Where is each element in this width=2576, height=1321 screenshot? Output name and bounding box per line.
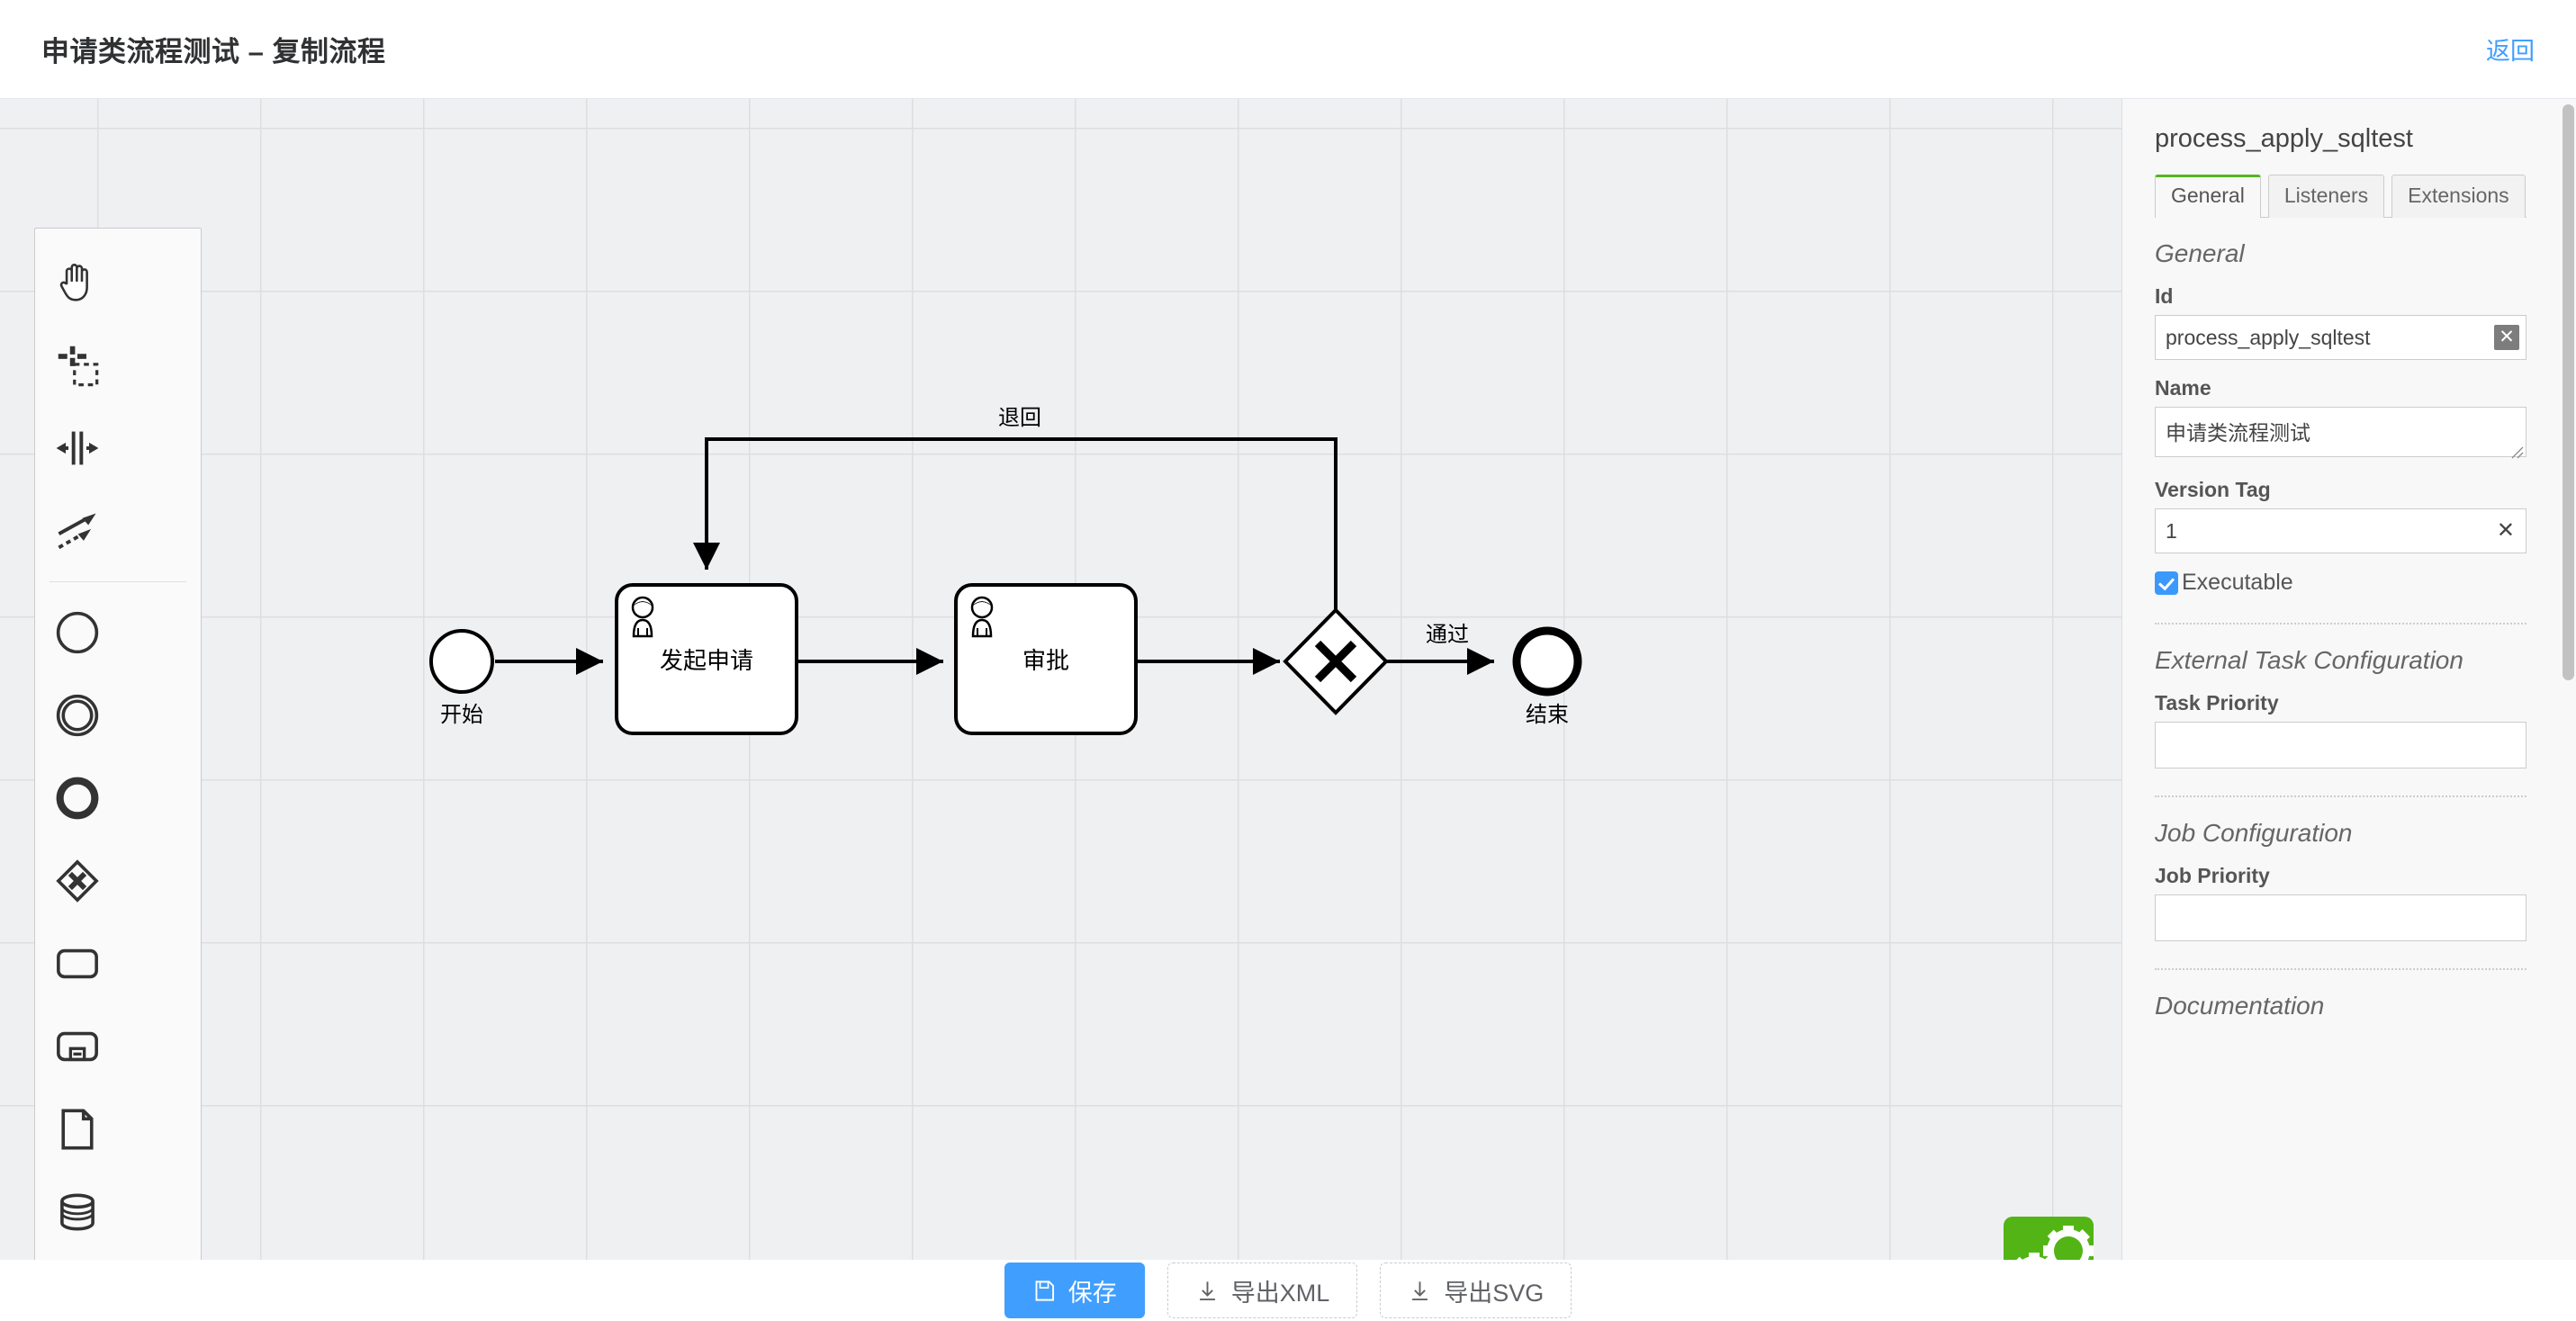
section-divider-2: [2155, 795, 2526, 797]
circle-thin-icon: [56, 611, 98, 654]
job-priority-input[interactable]: [2155, 894, 2526, 941]
palette-create-participant[interactable]: [35, 1254, 119, 1260]
user-task-icon: [631, 596, 654, 638]
diagram-label-task1: 发起申请: [660, 647, 753, 674]
hand-icon: [59, 264, 88, 301]
version-tag-input-wrap: ✕: [2155, 508, 2526, 553]
palette-lasso-tool[interactable]: [35, 324, 119, 407]
section-divider-3: [2155, 968, 2526, 970]
lasso-icon: [58, 346, 98, 387]
rounded-rect-icon: [56, 948, 98, 979]
database-icon: [59, 1193, 95, 1231]
palette-create-data-store[interactable]: [35, 1171, 119, 1254]
properties-tabs: General Listeners Extensions: [2155, 174, 2526, 218]
tab-general[interactable]: General: [2155, 175, 2261, 218]
version-tag-input[interactable]: [2155, 508, 2526, 553]
palette-create-task[interactable]: [35, 922, 119, 1005]
id-input-wrap: ✕: [2155, 315, 2526, 360]
palette-tools-group: [35, 241, 201, 572]
diagram-flow-gateway-task1[interactable]: [693, 437, 1338, 610]
palette-global-connect-tool[interactable]: [35, 490, 119, 572]
diagram-label-start: 开始: [440, 703, 483, 727]
save-icon: [1035, 1280, 1054, 1301]
field-id: Id ✕: [2155, 284, 2526, 360]
export-svg-button-label: 导出SVG: [1444, 1279, 1545, 1307]
download-icon-2: [1412, 1281, 1428, 1300]
palette-create-intermediate-event[interactable]: [35, 674, 119, 757]
diagram-label-end: 结束: [1526, 703, 1569, 727]
id-input[interactable]: [2155, 315, 2526, 360]
field-job-priority: Job Priority: [2155, 864, 2526, 941]
page-title: 申请类流程测试 – 复制流程: [41, 36, 386, 67]
document-icon: [60, 1109, 94, 1150]
palette-create-start-event[interactable]: [35, 591, 119, 674]
external-task-heading: External Task Configuration: [2155, 646, 2463, 674]
diagram-label-task2: 审批: [1022, 647, 1069, 674]
id-label: Id: [2155, 284, 2174, 308]
palette-create-end-event[interactable]: [35, 757, 119, 840]
properties-panel-scrollbar[interactable]: [2562, 104, 2574, 680]
user-task-icon-2: [970, 596, 994, 638]
executable-label: Executable: [2182, 570, 2293, 595]
executable-row[interactable]: Executable: [2155, 570, 2526, 596]
bottom-toolbar: 保存 导出XML 导出SVG: [0, 1260, 2576, 1321]
diagram-node-task1[interactable]: [615, 583, 798, 735]
palette-create-data-object[interactable]: [35, 1088, 119, 1171]
palette-space-tool[interactable]: [35, 407, 119, 490]
save-button-label: 保存: [1067, 1279, 1117, 1307]
job-priority-label: Job Priority: [2155, 864, 2270, 887]
tab-extensions[interactable]: Extensions: [2391, 175, 2526, 218]
name-input-wrap: [2155, 407, 2526, 462]
diamond-gateway-icon: [55, 859, 99, 903]
field-name: Name: [2155, 376, 2526, 462]
export-xml-button[interactable]: 导出XML: [1166, 1263, 1358, 1318]
diagram-node-start[interactable]: [429, 629, 494, 694]
id-clear-button[interactable]: ✕: [2494, 325, 2519, 350]
general-group-heading: General: [2155, 239, 2245, 267]
tab-listeners[interactable]: Listeners: [2267, 175, 2385, 218]
app-header: 申请类流程测试 – 复制流程 返回: [0, 0, 2576, 99]
space-icon: [56, 431, 98, 465]
name-textarea[interactable]: [2155, 407, 2526, 457]
circle-thick-icon: [56, 777, 98, 820]
diagram-node-task2[interactable]: [954, 583, 1138, 735]
export-svg-button[interactable]: 导出SVG: [1380, 1263, 1572, 1318]
diagram-flow-label-pass: 通过: [1426, 623, 1469, 647]
diagram-node-end[interactable]: [1512, 626, 1582, 696]
export-xml-button-label: 导出XML: [1230, 1279, 1330, 1307]
executable-checkbox[interactable]: [2155, 571, 2178, 595]
properties-panel-content: process_apply_sqltest General Listeners …: [2122, 99, 2559, 1073]
palette-create-exclusive-gateway[interactable]: [35, 840, 119, 922]
subprocess-icon: [56, 1031, 98, 1062]
save-button[interactable]: 保存: [1004, 1263, 1145, 1318]
bpmn-diagram: 开始 发起申请 审批: [429, 406, 1582, 735]
name-label: Name: [2155, 376, 2211, 400]
properties-panel-title: process_apply_sqltest: [2155, 124, 2413, 153]
properties-panel: process_apply_sqltest General Listeners …: [2121, 99, 2576, 1321]
palette-hand-tool[interactable]: [35, 241, 119, 324]
job-configuration-heading: Job Configuration: [2155, 819, 2353, 847]
field-version-tag: Version Tag ✕: [2155, 478, 2526, 553]
diagram-flow-label-return: 退回: [998, 406, 1041, 430]
version-tag-clear-icon[interactable]: ✕: [2496, 518, 2515, 543]
back-link[interactable]: 返回: [2486, 38, 2535, 65]
section-divider-1: [2155, 623, 2526, 625]
field-task-priority: Task Priority: [2155, 691, 2526, 768]
connect-icon: [57, 513, 96, 550]
circle-double-icon: [56, 694, 98, 737]
palette-divider: [50, 581, 186, 582]
task-priority-label: Task Priority: [2155, 691, 2279, 714]
palette-elements-group: [35, 591, 201, 1260]
palette-create-subprocess[interactable]: [35, 1005, 119, 1088]
download-icon: [1199, 1281, 1215, 1300]
diagram-node-gateway[interactable]: [1283, 607, 1389, 715]
bpmn-palette: [34, 228, 202, 1260]
task-priority-input[interactable]: [2155, 722, 2526, 768]
bpmn-io-logo-icon: [2004, 1217, 2094, 1260]
version-tag-label: Version Tag: [2155, 478, 2271, 501]
documentation-heading: Documentation: [2155, 992, 2325, 1020]
bpmn-canvas[interactable]: 开始 发起申请 审批: [0, 99, 2121, 1260]
